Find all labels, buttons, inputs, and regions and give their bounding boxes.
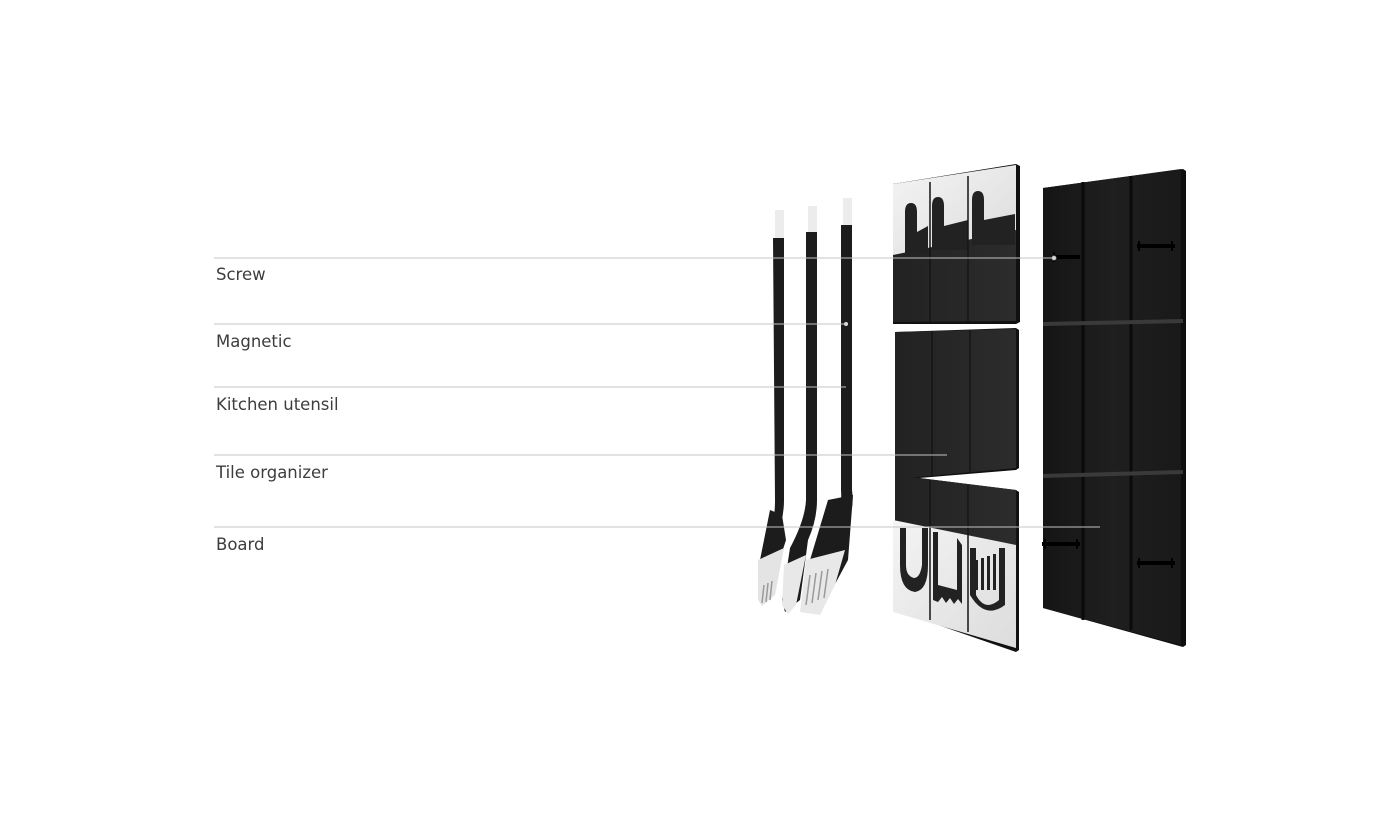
label-screw: Screw (216, 265, 266, 284)
utensil-3 (800, 198, 853, 615)
label-board: Board (216, 535, 265, 554)
utensil-2 (782, 206, 817, 614)
screw-slot-icon (1042, 539, 1080, 549)
board-part (1042, 169, 1186, 647)
label-kitchen-utensil: Kitchen utensil (216, 395, 339, 414)
label-magnetic: Magnetic (216, 332, 292, 351)
top-tile (893, 164, 1020, 324)
bottom-tile (893, 475, 1019, 652)
kitchen-utensils (758, 198, 853, 615)
screw-slot-icon (1137, 558, 1175, 568)
tile-organizer-part (893, 164, 1020, 652)
screw-point-icon (1051, 255, 1057, 261)
screw-slot-icon (1137, 241, 1175, 251)
middle-tile (895, 328, 1019, 480)
label-tile-organizer: Tile organizer (216, 463, 328, 482)
utensil-1 (758, 210, 786, 606)
